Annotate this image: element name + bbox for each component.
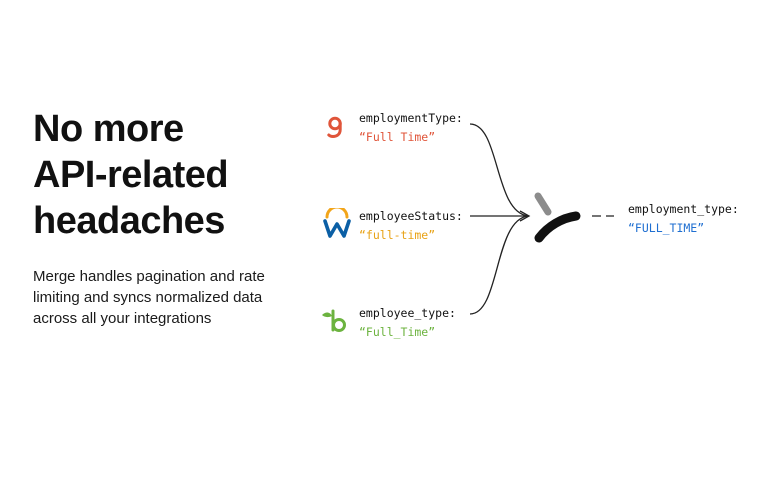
connector-line-greenhouse [469,123,529,217]
workday-logo-icon [323,205,351,238]
source-value: “Full_Time” [359,325,436,339]
headline-line-2: API-related [33,154,229,196]
connector-line-bamboohr [469,215,529,315]
subtext-line-2: limiting and syncs normalized data [33,289,263,306]
headline: No more API-related headaches [33,106,229,244]
source-workday: employeeStatus: “full-time” [359,207,463,245]
source-greenhouse: employmentType: “Full Time” [359,109,463,147]
connector-arrowhead [519,210,531,222]
source-value: “full-time” [359,228,436,242]
subtext: Merge handles pagination and rate limiti… [33,266,323,329]
source-key: employeeStatus: [359,209,463,223]
output-value: “FULL_TIME” [628,221,705,235]
headline-line-1: No more [33,108,184,150]
source-value: “Full Time” [359,130,436,144]
output-key: employment_type: [628,202,739,216]
headline-line-3: headaches [33,200,225,242]
subtext-line-1: Merge handles pagination and rate [33,268,265,285]
source-key: employee_type: [359,306,456,320]
source-key: employmentType: [359,111,463,125]
output-field: employment_type: “FULL_TIME” [628,200,739,238]
source-bamboohr: employee_type: “Full_Time” [359,304,456,342]
bamboohr-logo-icon [320,309,346,335]
merge-logo-icon [534,192,581,243]
subtext-line-3: across all your integrations [33,310,212,327]
greenhouse-logo-icon [322,114,348,140]
